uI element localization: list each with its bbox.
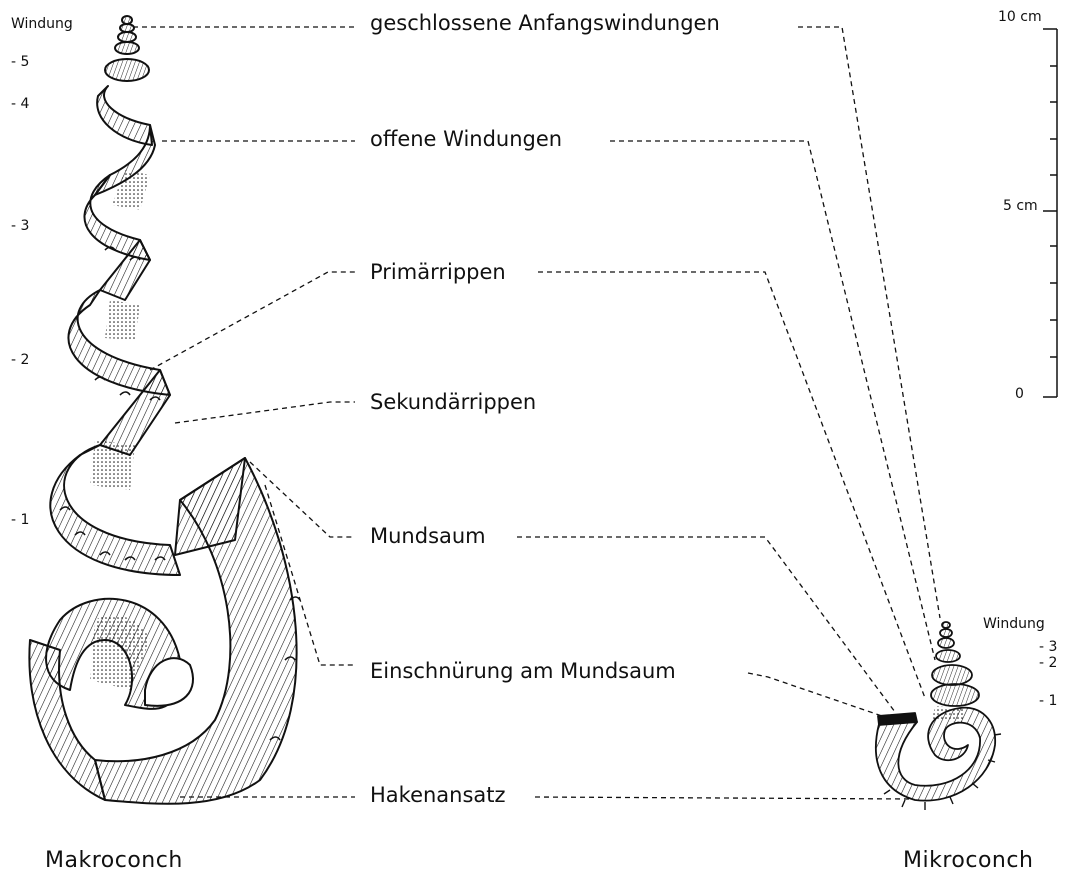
label-open-whorls: offene Windungen <box>367 129 565 150</box>
mikroconch-whorl-mark: - 3 <box>1036 640 1060 654</box>
makroconch-whorl-mark: - 4 <box>8 97 32 111</box>
leader-closed-whorls-right <box>798 27 940 618</box>
makroconch-whorl-mark: - 2 <box>8 353 32 367</box>
leader-secondary-ribs <box>175 402 355 423</box>
mikroconch-whorl-heading: Windung <box>980 617 1048 631</box>
makroconch-whorl-mark: - 3 <box>8 219 32 233</box>
leader-open-whorls-right <box>610 141 935 660</box>
leader-primary-ribs-right <box>538 272 925 698</box>
leader-peristome-right <box>517 537 895 712</box>
leader-hook-base-right <box>535 797 912 799</box>
label-peristome: Mundsaum <box>367 526 489 547</box>
mikroconch-whorl-mark: - 2 <box>1036 656 1060 670</box>
makroconch-whorl-mark: - 5 <box>8 55 32 69</box>
makroconch-shell <box>29 16 300 804</box>
makroconch-whorl-heading: Windung <box>8 17 76 31</box>
scale-label-0: 0 <box>1012 387 1027 401</box>
mikroconch-whorl-mark: - 1 <box>1036 694 1060 708</box>
label-secondary-ribs: Sekundärrippen <box>367 392 539 413</box>
mikroconch-shell <box>876 622 1001 810</box>
leader-primary-ribs <box>150 272 355 370</box>
label-primary-ribs: Primärrippen <box>367 262 509 283</box>
label-hook-base: Hakenansatz <box>367 785 509 806</box>
scale-label-5cm: 5 cm <box>1000 199 1041 213</box>
makroconch-whorl-mark: - 1 <box>8 513 32 527</box>
caption-mikroconch: Mikroconch <box>900 850 1036 872</box>
mikroconch-apex-whorls <box>931 622 979 706</box>
scale-label-10cm: 10 cm <box>995 10 1045 24</box>
label-constriction: Einschnürung am Mundsaum <box>367 661 679 682</box>
caption-makroconch: Makroconch <box>42 850 186 872</box>
makroconch-apex-whorls <box>105 16 149 81</box>
leader-constriction-right <box>748 673 882 716</box>
label-closed-whorls: geschlossene Anfangswindungen <box>367 13 723 34</box>
scale-bar <box>1043 29 1057 397</box>
